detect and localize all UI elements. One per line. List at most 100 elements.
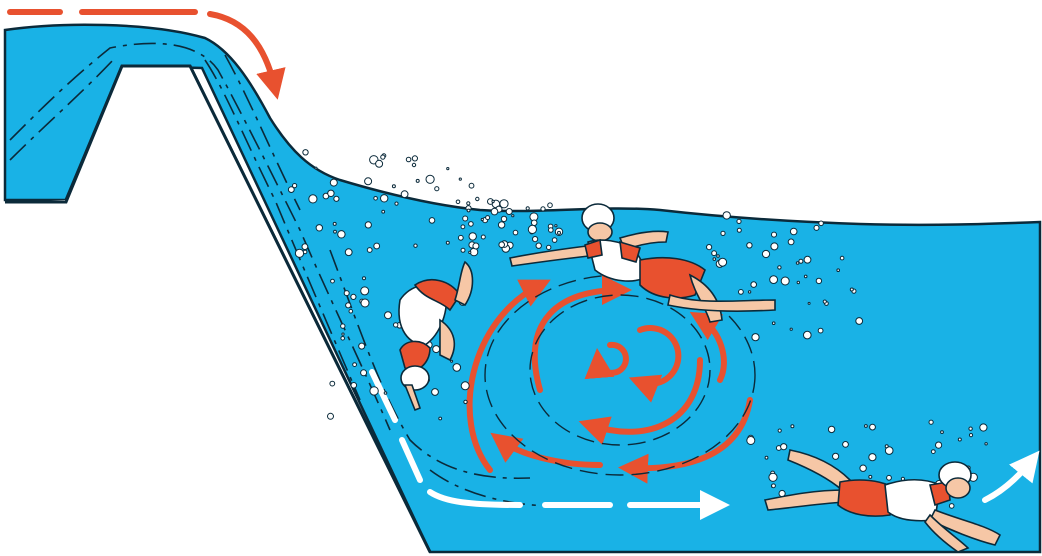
- bubble: [804, 256, 811, 263]
- bubble: [533, 237, 538, 242]
- bubble: [461, 382, 469, 390]
- bubble: [549, 228, 554, 233]
- bubble: [737, 219, 741, 223]
- bubble: [363, 277, 366, 280]
- bubble: [365, 222, 371, 228]
- bubble: [432, 389, 439, 396]
- bubble: [717, 255, 720, 258]
- bubble: [469, 251, 471, 253]
- bubble: [869, 475, 872, 478]
- bubble: [401, 191, 408, 198]
- bubble: [528, 225, 536, 233]
- bubble: [344, 291, 349, 296]
- bubble: [980, 424, 987, 431]
- bubble: [461, 225, 465, 229]
- bubble: [781, 444, 787, 450]
- bubble: [526, 207, 529, 210]
- bubble: [374, 197, 378, 201]
- bubble: [492, 200, 494, 202]
- bubble: [969, 434, 972, 437]
- bubble: [969, 427, 972, 430]
- bubble: [752, 334, 759, 341]
- bubble: [814, 225, 819, 230]
- bubble: [796, 262, 799, 265]
- bubble: [936, 442, 942, 448]
- bubble: [469, 233, 476, 240]
- bubble: [453, 364, 461, 372]
- bubble: [506, 209, 512, 215]
- bubble: [512, 215, 514, 217]
- bubble: [406, 157, 411, 162]
- bubble: [548, 203, 553, 208]
- bubble: [303, 250, 307, 254]
- bubble: [747, 437, 755, 445]
- bubble: [799, 259, 803, 263]
- bubble: [361, 299, 369, 307]
- bubble: [316, 225, 322, 231]
- bubble: [338, 231, 345, 238]
- bubble: [958, 438, 961, 441]
- bubble: [330, 381, 335, 386]
- bubble: [547, 245, 551, 249]
- bubble: [770, 276, 778, 284]
- bubble: [765, 456, 768, 459]
- bubble: [843, 442, 849, 448]
- bubble: [887, 475, 892, 480]
- bubble: [941, 431, 944, 434]
- bubble: [929, 420, 933, 424]
- bubble: [541, 207, 545, 211]
- bubble: [869, 454, 876, 461]
- bubble: [435, 187, 439, 191]
- bubble: [491, 208, 498, 215]
- bubble: [412, 156, 417, 161]
- bubble: [816, 278, 821, 283]
- bubble: [885, 445, 888, 448]
- bubble: [374, 243, 380, 249]
- bubble: [451, 360, 453, 362]
- bubble: [467, 209, 470, 212]
- bubble: [840, 256, 844, 260]
- bubble: [330, 179, 337, 186]
- bubble: [790, 328, 792, 330]
- bubble: [804, 331, 812, 339]
- bubble: [772, 322, 775, 325]
- bubble: [818, 328, 823, 333]
- bubble: [552, 238, 557, 243]
- bubble: [382, 210, 385, 213]
- bubble: [486, 216, 490, 220]
- bubble: [473, 243, 479, 249]
- bubble: [334, 196, 339, 201]
- bubble: [361, 370, 367, 376]
- bubble: [433, 346, 440, 353]
- bubble: [856, 318, 863, 325]
- bubble: [351, 294, 356, 299]
- bubble: [381, 195, 388, 202]
- bubble: [334, 230, 337, 233]
- bubble: [719, 258, 727, 266]
- bubble: [769, 473, 777, 481]
- bubble: [302, 244, 308, 250]
- bubble: [819, 221, 824, 226]
- bubble: [771, 243, 778, 250]
- bubble: [395, 202, 398, 205]
- bubble: [762, 250, 769, 257]
- bubble: [458, 235, 463, 240]
- bubble: [804, 275, 807, 278]
- bubble: [778, 266, 781, 269]
- bubble: [850, 288, 853, 291]
- bubble: [723, 212, 730, 219]
- bubble: [748, 291, 750, 293]
- bubble: [416, 179, 419, 182]
- bubble: [381, 155, 385, 159]
- bubble: [439, 417, 442, 420]
- bubble: [558, 231, 561, 234]
- bubble: [346, 303, 351, 308]
- bubble: [429, 218, 435, 224]
- bubble: [531, 220, 537, 226]
- bubble: [499, 242, 505, 248]
- bubble: [394, 323, 398, 327]
- bubble: [384, 392, 387, 395]
- bubble: [481, 235, 485, 239]
